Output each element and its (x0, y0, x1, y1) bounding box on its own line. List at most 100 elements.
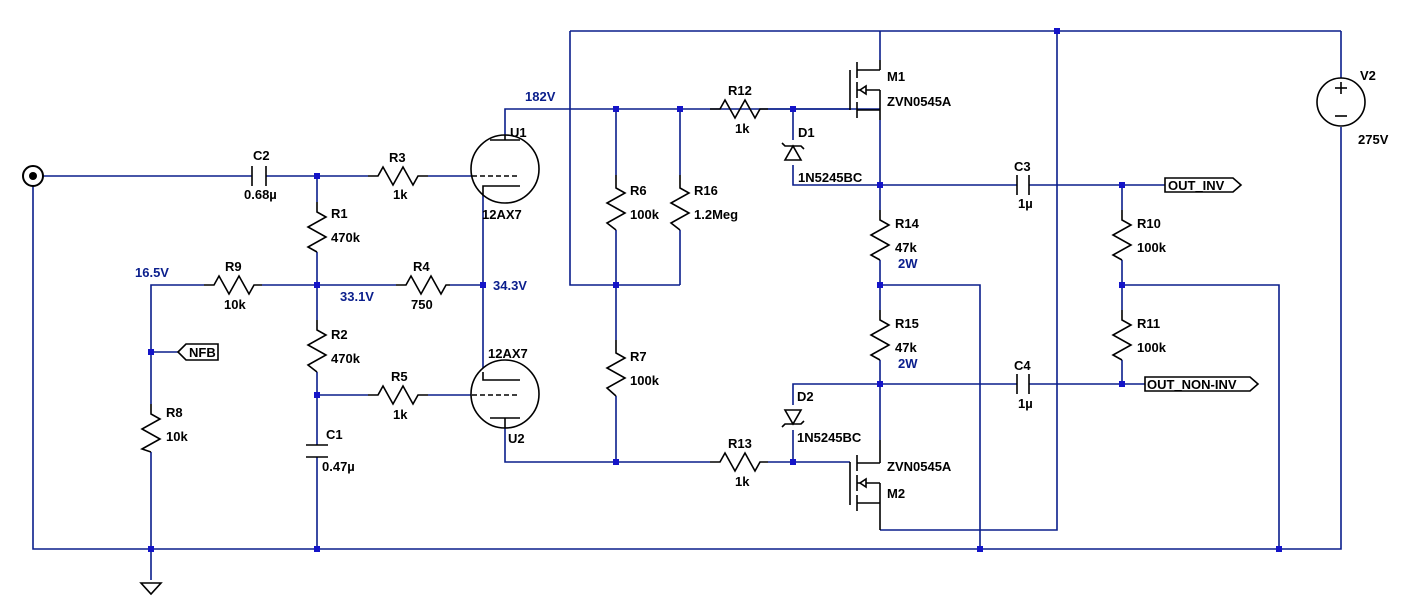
label-r11-ref: R11 (1137, 316, 1160, 331)
net-flag-out-non-inv: OUT_NON-INV (1144, 376, 1260, 392)
resistor-r10 (1111, 210, 1133, 261)
label-r15-value: 47k (895, 340, 917, 355)
label-m1-value: ZVN0545A (887, 94, 952, 109)
zener-d1 (781, 142, 805, 161)
label-r10-ref: R10 (1137, 216, 1161, 231)
label-m2-value: ZVN0545A (887, 459, 952, 474)
resistor-r7 (605, 340, 627, 397)
component-labels: C2 0.68µ R3 1k R1 470k R9 10k R4 750 R2 … (166, 68, 1389, 501)
ground-symbol (139, 582, 163, 596)
label-d2-ref: D2 (797, 389, 814, 404)
label-c4-ref: C4 (1014, 358, 1031, 373)
resistor-r5 (368, 384, 428, 406)
label-u1-ref: U1 (510, 125, 527, 140)
label-r16-value: 1.2Meg (694, 207, 738, 222)
net-flag-nfb: NFB (176, 343, 219, 361)
label-u2-value: 12AX7 (488, 346, 528, 361)
label-r8-ref: R8 (166, 405, 183, 420)
label-r14-power: 2W (898, 256, 918, 271)
resistor-r13 (710, 451, 768, 473)
mosfet-m1 (849, 60, 881, 120)
label-d2-value: 1N5245BC (797, 430, 862, 445)
resistor-r1 (306, 202, 328, 253)
voltage-grid-node: 33.1V (340, 289, 374, 304)
net-flag-out-inv: OUT_INV (1164, 177, 1243, 193)
label-r3-ref: R3 (389, 150, 406, 165)
label-r1-ref: R1 (331, 206, 348, 221)
tube-u2 (470, 359, 540, 429)
node-voltages: 182V 16.5V 33.1V 34.3V (135, 89, 556, 304)
resistor-r11 (1111, 310, 1133, 361)
capacitor-c1 (306, 444, 328, 458)
label-d1-value: 1N5245BC (798, 170, 863, 185)
net-label-out-inv: OUT_INV (1168, 178, 1225, 193)
label-c4-value: 1µ (1018, 396, 1033, 411)
net-label-nfb: NFB (189, 345, 216, 360)
label-v2-ref: V2 (1360, 68, 1376, 83)
label-r13-value: 1k (735, 474, 750, 489)
resistor-r15 (869, 310, 891, 361)
tube-u1 (470, 134, 540, 204)
voltage-source-v2 (1316, 77, 1366, 127)
label-m1-ref: M1 (887, 69, 905, 84)
label-r1-value: 470k (331, 230, 361, 245)
voltage-cathode-node: 34.3V (493, 278, 527, 293)
label-r8-value: 10k (166, 429, 188, 444)
label-c2-ref: C2 (253, 148, 270, 163)
label-r12-value: 1k (735, 121, 750, 136)
label-r12-ref: R12 (728, 83, 752, 98)
mosfet-m2 (849, 440, 881, 530)
label-r2-value: 470k (331, 351, 361, 366)
resistor-r12 (710, 98, 768, 120)
label-r14-ref: R14 (895, 216, 920, 231)
capacitor-c3 (1016, 175, 1030, 195)
input-jack (22, 165, 44, 187)
label-r2-ref: R2 (331, 327, 348, 342)
label-r5-value: 1k (393, 407, 408, 422)
label-r6-ref: R6 (630, 183, 647, 198)
label-r16-ref: R16 (694, 183, 718, 198)
label-r9-value: 10k (224, 297, 246, 312)
resistor-r4 (396, 274, 450, 296)
zener-d2 (781, 409, 805, 428)
label-r5-ref: R5 (391, 369, 408, 384)
label-u1-value: 12AX7 (482, 207, 522, 222)
capacitor-c2 (251, 166, 267, 186)
resistor-r8 (140, 404, 162, 453)
label-r4-value: 750 (411, 297, 433, 312)
label-r14-value: 47k (895, 240, 917, 255)
capacitor-c4 (1016, 374, 1030, 394)
label-r4-ref: R4 (413, 259, 430, 274)
resistor-r2 (306, 320, 328, 373)
label-v2-value: 275V (1358, 132, 1389, 147)
label-r7-ref: R7 (630, 349, 647, 364)
label-c1-ref: C1 (326, 427, 343, 442)
resistor-r14 (869, 210, 891, 261)
label-r15-ref: R15 (895, 316, 919, 331)
label-c2-value: 0.68µ (244, 187, 277, 202)
resistor-r9 (204, 274, 262, 296)
label-r10-value: 100k (1137, 240, 1167, 255)
label-u2-ref: U2 (508, 431, 525, 446)
label-r15-power: 2W (898, 356, 918, 371)
label-c3-ref: C3 (1014, 159, 1031, 174)
label-r6-value: 100k (630, 207, 660, 222)
resistor-r3 (368, 165, 428, 187)
wires (32, 30, 1342, 580)
resistor-r16 (669, 175, 691, 231)
voltage-fb-node: 16.5V (135, 265, 169, 280)
label-r11-value: 100k (1137, 340, 1167, 355)
label-c3-value: 1µ (1018, 196, 1033, 211)
label-r13-ref: R13 (728, 436, 752, 451)
label-r3-value: 1k (393, 187, 408, 202)
resistor-r6 (605, 175, 627, 231)
label-d1-ref: D1 (798, 125, 815, 140)
label-r9-ref: R9 (225, 259, 242, 274)
voltage-plate: 182V (525, 89, 556, 104)
junctions (148, 28, 1282, 552)
label-m2-ref: M2 (887, 486, 905, 501)
net-label-out-non-inv: OUT_NON-INV (1147, 377, 1237, 392)
label-r7-value: 100k (630, 373, 660, 388)
label-c1-value: 0.47µ (322, 459, 355, 474)
